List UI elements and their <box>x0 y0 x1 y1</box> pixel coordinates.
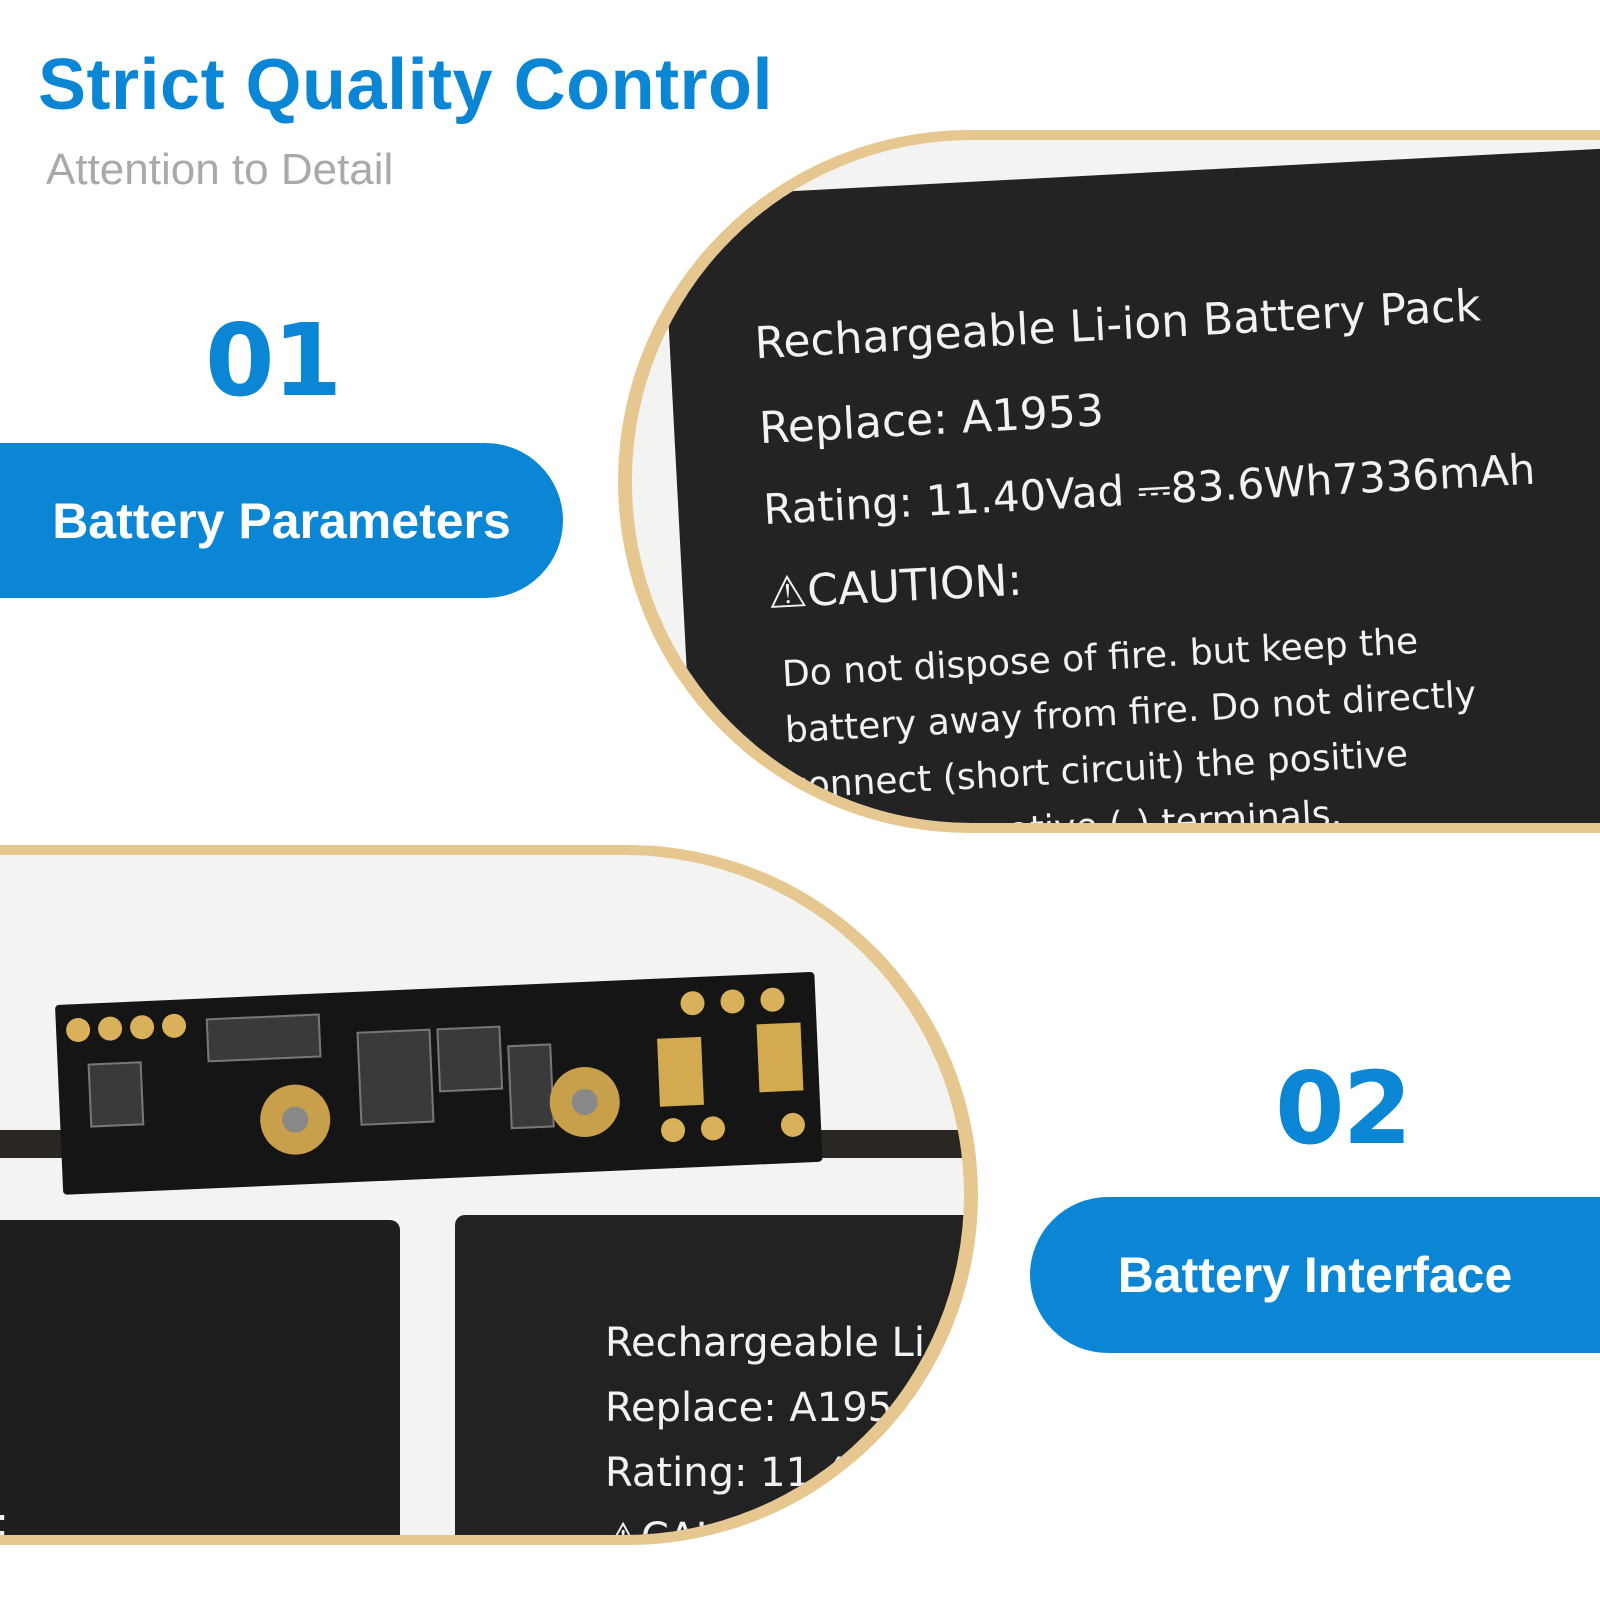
mounting-hole <box>548 1065 622 1139</box>
battery-interface-badge: Battery Interface <box>1030 1197 1600 1353</box>
section-number-1: 01 <box>205 302 342 419</box>
section-number-2: 02 <box>1275 1050 1412 1167</box>
component-chip <box>356 1028 435 1126</box>
label-line-3: Rating: 11.4 <box>605 1450 850 1496</box>
solder-pad <box>161 1013 187 1039</box>
solder-pad <box>700 1115 726 1141</box>
solder-pad <box>759 987 785 1013</box>
terminal-pad <box>756 1022 804 1093</box>
label-line-2: Replace: A1953 <box>757 385 1106 455</box>
solder-pad <box>780 1112 806 1138</box>
label-line-2: Replace: A195 <box>605 1385 894 1431</box>
solder-pad <box>129 1014 155 1040</box>
solder-pad <box>97 1016 123 1042</box>
ic-chip <box>436 1025 504 1093</box>
battery-label-photo: Rechargeable Li-ion Battery Pack Replace… <box>618 130 1600 833</box>
label-line-3: Rating: 11.40Vad ⎓83.6Wh7336mAh <box>762 444 1537 535</box>
battery-cell-left: g: <box>0 1220 400 1535</box>
solder-pad <box>719 988 746 1014</box>
caution-heading: ⚠CAU <box>605 1515 725 1535</box>
solder-pad <box>680 990 706 1016</box>
label-line-1: Rechargeable Li-ion Battery Pack <box>753 280 1482 370</box>
solder-pad <box>65 1017 91 1043</box>
battery-interface-photo: g: Rechargeable Li Replace: A195 Rating:… <box>0 845 978 1545</box>
connector-chip <box>87 1061 145 1128</box>
circuit-board <box>55 971 823 1195</box>
solder-pad <box>660 1117 686 1143</box>
battery-parameters-badge: Battery Parameters <box>0 443 563 598</box>
caution-text: Do not dispose of fire. but keep the bat… <box>781 611 1484 823</box>
cell-text-fragment: g: <box>0 1500 9 1535</box>
caution-heading: ⚠CAUTION: <box>766 554 1024 619</box>
component-chip <box>507 1043 555 1130</box>
battery-cell-right: Rechargeable Li Replace: A195 Rating: 11… <box>455 1215 964 1535</box>
label-line-1: Rechargeable Li <box>605 1320 925 1366</box>
component-chip <box>205 1013 322 1063</box>
page-title: Strict Quality Control <box>38 45 774 125</box>
page-subtitle: Attention to Detail <box>46 145 394 194</box>
terminal-pad <box>657 1036 704 1107</box>
mounting-hole <box>258 1083 332 1157</box>
battery-cell: Rechargeable Li-ion Battery Pack Replace… <box>662 145 1600 823</box>
